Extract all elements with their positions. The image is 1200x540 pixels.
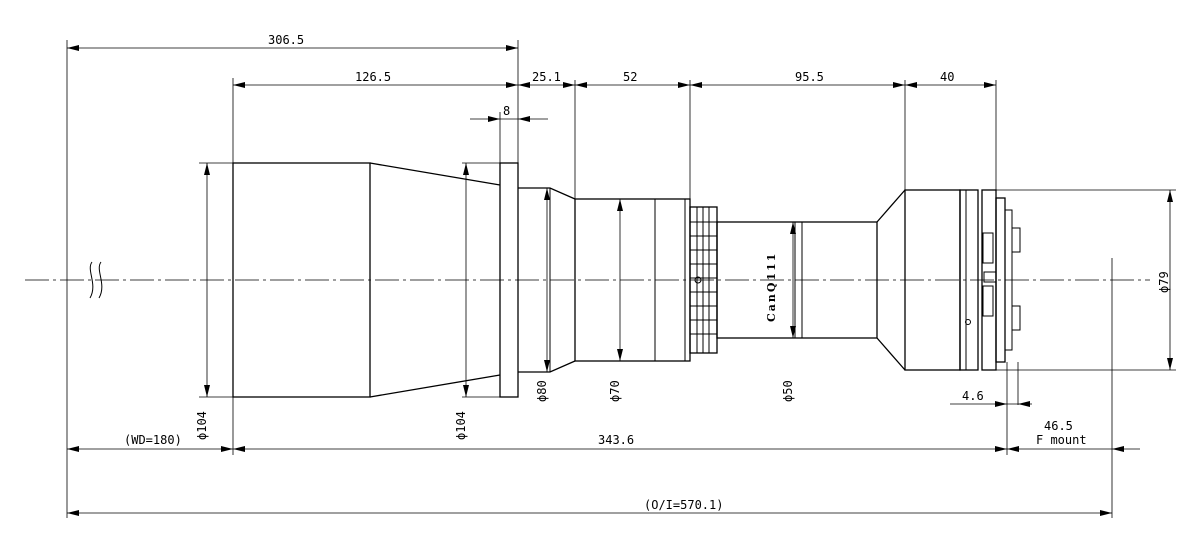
dim-label: (WD=180) [124, 433, 182, 447]
dim-wd: (WD=180) [67, 433, 233, 452]
dim-label: 79 [1157, 271, 1171, 285]
dim-label: 25.1 [532, 70, 561, 84]
dim-label: (O/I=570.1) [644, 498, 723, 512]
knurled-ring [689, 206, 718, 354]
dim-segments: 25.1 52 95.5 40 [518, 70, 996, 88]
barrel-50 [716, 221, 878, 339]
front-hood [232, 162, 371, 398]
dim-dia-50: ϕ50 [781, 222, 796, 402]
extension-lines [66, 40, 1176, 518]
front-cone [369, 162, 501, 398]
dim-label: 46.5 [1044, 419, 1073, 433]
dim-label: 126.5 [355, 70, 391, 84]
dim-306-5: 306.5 [67, 33, 518, 51]
dim-dia-80: ϕ80 [535, 188, 550, 402]
f-mount [982, 197, 1021, 363]
dim-label: 52 [623, 70, 637, 84]
dim-label: 95.5 [795, 70, 824, 84]
svg-text:ϕ104: ϕ104 [454, 411, 468, 440]
dim-label: 104 [454, 411, 468, 433]
mount-label: F mount [1036, 433, 1087, 447]
dim-label: 70 [608, 380, 622, 394]
dim-dia-79: ϕ79 [1157, 190, 1173, 370]
dim-dia-hood: ϕ104 [195, 163, 210, 440]
dim-label: 50 [781, 380, 795, 394]
dim-126-5: 126.5 [233, 70, 518, 88]
dim-label: 8 [503, 104, 510, 118]
lens-body: CanQ111 [232, 162, 1021, 398]
dim-343-6: 343.6 [233, 433, 1007, 452]
svg-text:ϕ80: ϕ80 [535, 380, 549, 402]
dim-8: 8 [470, 104, 548, 122]
dim-label: 343.6 [598, 433, 634, 447]
dim-dia-70: ϕ70 [608, 199, 623, 402]
svg-text:ϕ79: ϕ79 [1157, 271, 1171, 293]
brand-label: CanQ111 [765, 252, 778, 322]
dim-f-mount: 46.5 F mount [1007, 419, 1140, 452]
svg-text:ϕ70: ϕ70 [608, 380, 622, 402]
dim-label: 4.6 [962, 389, 984, 403]
dim-label: 80 [535, 380, 549, 394]
dim-label: 306.5 [268, 33, 304, 47]
dim-4-6: 4.6 [950, 389, 1032, 407]
dim-label: 40 [940, 70, 954, 84]
svg-text:ϕ50: ϕ50 [781, 380, 795, 402]
dim-label: 104 [195, 411, 209, 433]
dim-dia-flange: ϕ104 [454, 162, 500, 440]
svg-text:ϕ104: ϕ104 [195, 411, 209, 440]
break-symbol [89, 261, 103, 299]
dim-oi: (O/I=570.1) [67, 498, 1112, 516]
rear-cone [876, 189, 906, 371]
mounting-flange [499, 162, 519, 398]
